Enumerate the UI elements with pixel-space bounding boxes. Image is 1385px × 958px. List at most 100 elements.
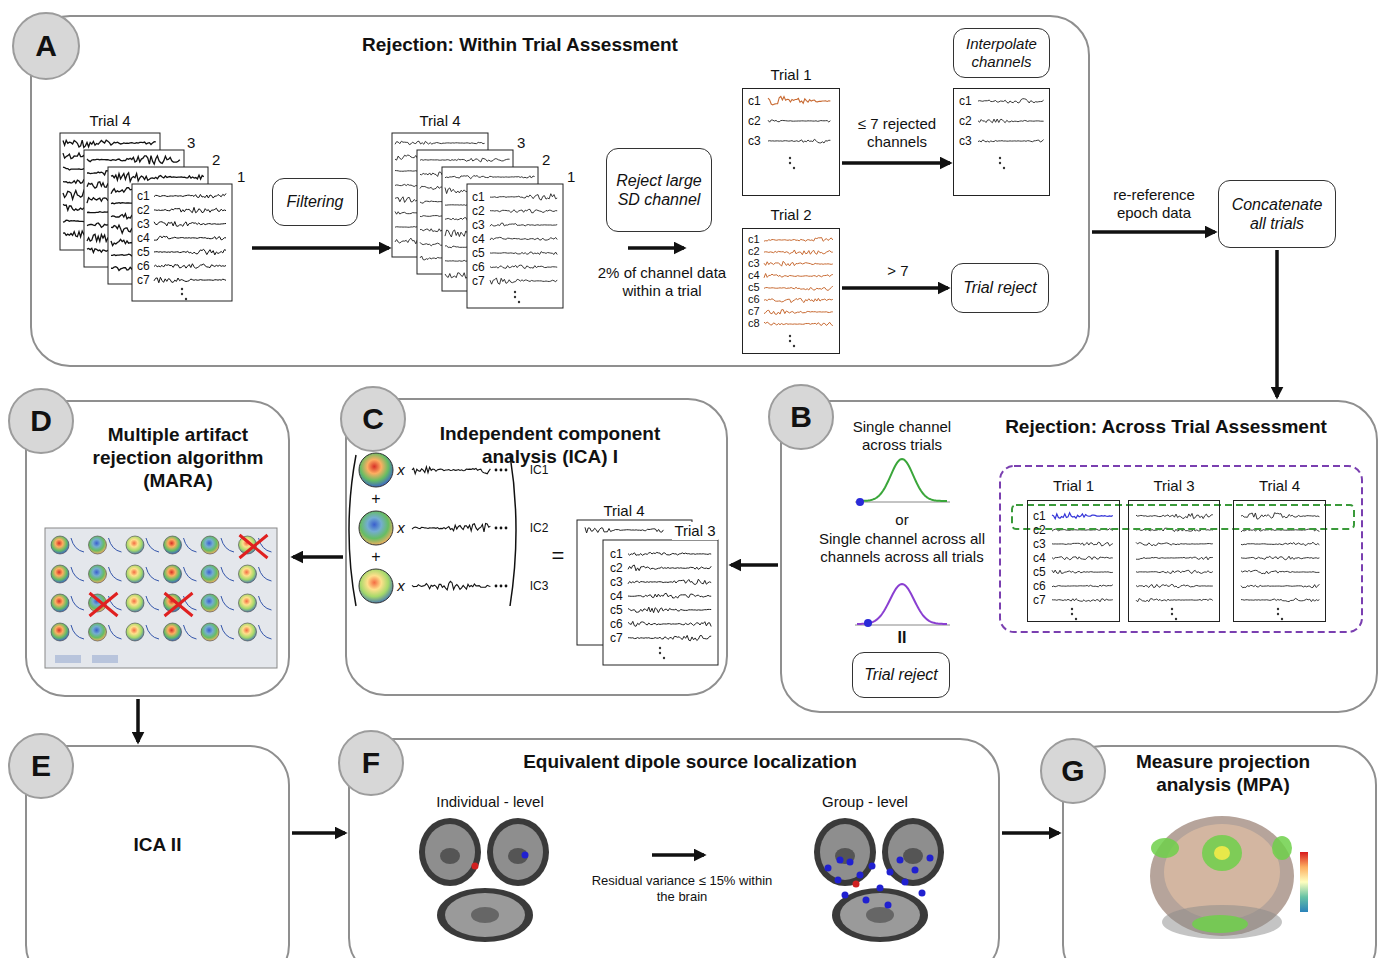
- mri-slice: [866, 907, 894, 923]
- process-box: Filtering: [272, 178, 358, 226]
- arrow-connector: [1275, 250, 1279, 397]
- ellipsis-dot: [1281, 618, 1283, 620]
- eeg-trace: [1052, 542, 1113, 546]
- ellipsis-dot: [793, 345, 795, 347]
- ellipsis-dot: [1175, 618, 1177, 620]
- ellipsis-dot: [1071, 613, 1073, 615]
- spectrum-plot: [71, 538, 84, 552]
- arrow-connector: [252, 246, 389, 250]
- eeg-trace: [628, 607, 711, 613]
- spectrum-plot: [146, 538, 159, 552]
- eeg-trace: [87, 156, 180, 165]
- panel-letter: B: [790, 399, 812, 435]
- sheet-label: c4: [1033, 552, 1046, 564]
- mri-slice: [840, 893, 920, 937]
- activation-cluster: [1151, 838, 1179, 858]
- scalp-map: [51, 594, 69, 612]
- mri-slice: [487, 818, 549, 886]
- edge-label: ≤ 7 rejected channels: [848, 115, 946, 151]
- spectrum-plot: [221, 567, 234, 581]
- eeg-trace: [1052, 513, 1113, 519]
- scalp-map: [201, 565, 219, 583]
- ellipsis-dot: [999, 162, 1001, 164]
- window-button: [92, 655, 118, 663]
- eeg-trace: [768, 120, 830, 122]
- scalp-map: [89, 565, 107, 583]
- dashed-group-outline: [1000, 466, 1362, 632]
- eeg-trace: [395, 141, 485, 144]
- eeg-trace: [764, 298, 833, 302]
- eeg-trace: [1136, 584, 1213, 587]
- ellipsis-dot: [500, 527, 503, 530]
- trial-sheet: Trial 3: [1128, 500, 1220, 622]
- spectrum-plot: [71, 567, 84, 581]
- sheet-label: 1: [567, 168, 575, 186]
- panel-letter-circle: C: [340, 386, 406, 452]
- eeg-trace: [768, 96, 830, 104]
- sheet-label: 2: [542, 151, 550, 169]
- reject-cross: [240, 535, 268, 558]
- annotation-label: Individual - level: [410, 793, 570, 811]
- sheet-label: c2: [959, 115, 972, 127]
- ellipsis-dot: [1277, 613, 1279, 615]
- sheet-label: c6: [137, 260, 150, 272]
- eeg-trace: [628, 579, 711, 584]
- eeg-trace: [978, 140, 1044, 142]
- dipole: [869, 863, 876, 870]
- eeg-trace: [111, 173, 204, 182]
- sheet-label: c2: [748, 246, 760, 257]
- dipole: [847, 859, 854, 866]
- ellipsis-dot: [500, 585, 503, 588]
- eeg-trace: [978, 99, 1044, 103]
- annotation-label: IC2: [524, 521, 554, 535]
- dipole: [837, 857, 844, 864]
- scalp-map: [126, 565, 144, 583]
- annotation-label: IC1: [524, 463, 554, 477]
- scalp-map: [164, 565, 182, 583]
- eeg-trace: [1241, 584, 1319, 587]
- annotation-label: Residual variance ≤ 15% within the brain: [584, 873, 780, 904]
- eeg-trace: [490, 223, 557, 226]
- sheet-label: c2: [472, 205, 485, 217]
- arrow-connector: [293, 555, 343, 559]
- arrow-connector: [1092, 230, 1215, 234]
- scalp-map: [239, 565, 257, 583]
- sheet-label: Trial 4: [410, 112, 470, 130]
- panel-letter: A: [35, 28, 57, 64]
- ellipsis-dot: [1075, 618, 1077, 620]
- ellipsis-dot: [659, 652, 661, 654]
- trial-sheet: Trial 1c1c2c3c4c5c6c7: [1027, 500, 1120, 622]
- dipole: [919, 890, 926, 897]
- spectrum-plot: [259, 596, 272, 610]
- sheet-label: c2: [610, 562, 623, 574]
- panel-letter-circle: F: [338, 730, 404, 796]
- flow-arrow: [652, 853, 704, 857]
- sheet-label: Trial 2: [742, 206, 840, 224]
- spectrum-plot: [109, 567, 122, 581]
- eeg-trace: [412, 467, 490, 474]
- eeg-trace: [490, 252, 557, 255]
- mri-slice: [832, 888, 928, 942]
- sheet-label: c7: [748, 306, 760, 317]
- scalp-map: [359, 569, 393, 603]
- dashed-row-outline: [1012, 505, 1354, 529]
- spectrum-plot: [146, 596, 159, 610]
- mri-slice: [903, 848, 923, 864]
- ellipsis-dot: [1071, 608, 1073, 610]
- box-label: Trial reject: [864, 665, 938, 684]
- ellipsis-dot: [495, 469, 498, 472]
- eeg-trace: [585, 527, 663, 533]
- ellipsis-dot: [514, 291, 516, 293]
- eeg-trace: [420, 158, 510, 162]
- box-label: Filtering: [287, 192, 344, 211]
- eeg-trace: [764, 250, 833, 255]
- eeg-trace: [628, 621, 711, 626]
- dipole: [835, 877, 842, 884]
- panel-box: EICA II: [25, 745, 290, 958]
- eeg-trace: [154, 193, 226, 198]
- activation-cluster: [1202, 835, 1242, 871]
- spectrum-plot: [259, 625, 272, 639]
- ellipsis-dot: [789, 340, 791, 342]
- annotation-label: x: [393, 519, 409, 537]
